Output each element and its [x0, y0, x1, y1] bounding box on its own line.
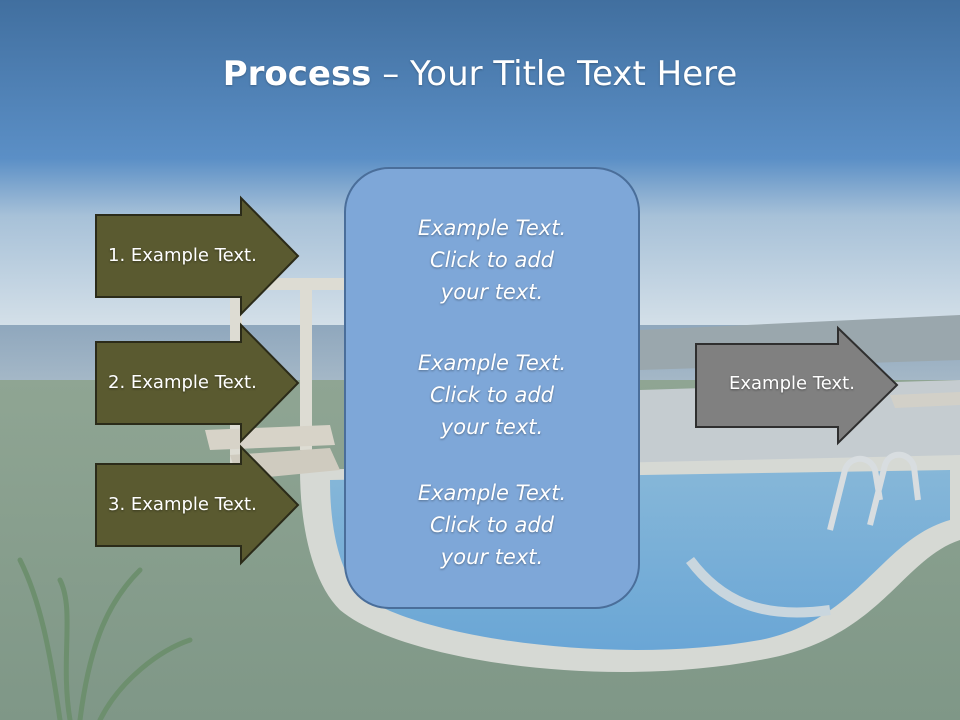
center-text-line: Example Text.: [417, 351, 567, 375]
left-arrow-3-label: 3. Example Text.: [108, 494, 257, 515]
left-arrow-2[interactable]: [95, 322, 300, 444]
center-text-line: your text.: [440, 280, 544, 304]
center-text-line: your text.: [440, 545, 544, 569]
slide-title[interactable]: Process – Your Title Text Here: [0, 50, 960, 98]
center-text-block-2[interactable]: Example Text. Click to add your text.: [345, 347, 639, 443]
left-arrow-1[interactable]: [95, 195, 300, 317]
center-text-line: Click to add: [429, 383, 554, 407]
center-text-line: Example Text.: [417, 216, 567, 240]
center-text-line: Click to add: [429, 248, 554, 272]
left-arrow-1-label: 1. Example Text.: [108, 245, 257, 266]
title-strong: Process: [222, 54, 372, 94]
center-box[interactable]: [344, 167, 640, 609]
center-text-block-1[interactable]: Example Text. Click to add your text.: [345, 212, 639, 308]
right-arrow[interactable]: [695, 325, 899, 446]
center-text-line: Click to add: [429, 513, 554, 537]
center-text-line: Example Text.: [417, 481, 567, 505]
title-rest: – Your Title Text Here: [371, 54, 738, 94]
center-text-line: your text.: [440, 415, 544, 439]
right-arrow-label: Example Text.: [729, 373, 855, 394]
left-arrow-2-label: 2. Example Text.: [108, 372, 257, 393]
center-text-block-3[interactable]: Example Text. Click to add your text.: [345, 477, 639, 573]
left-arrow-3[interactable]: [95, 444, 300, 566]
